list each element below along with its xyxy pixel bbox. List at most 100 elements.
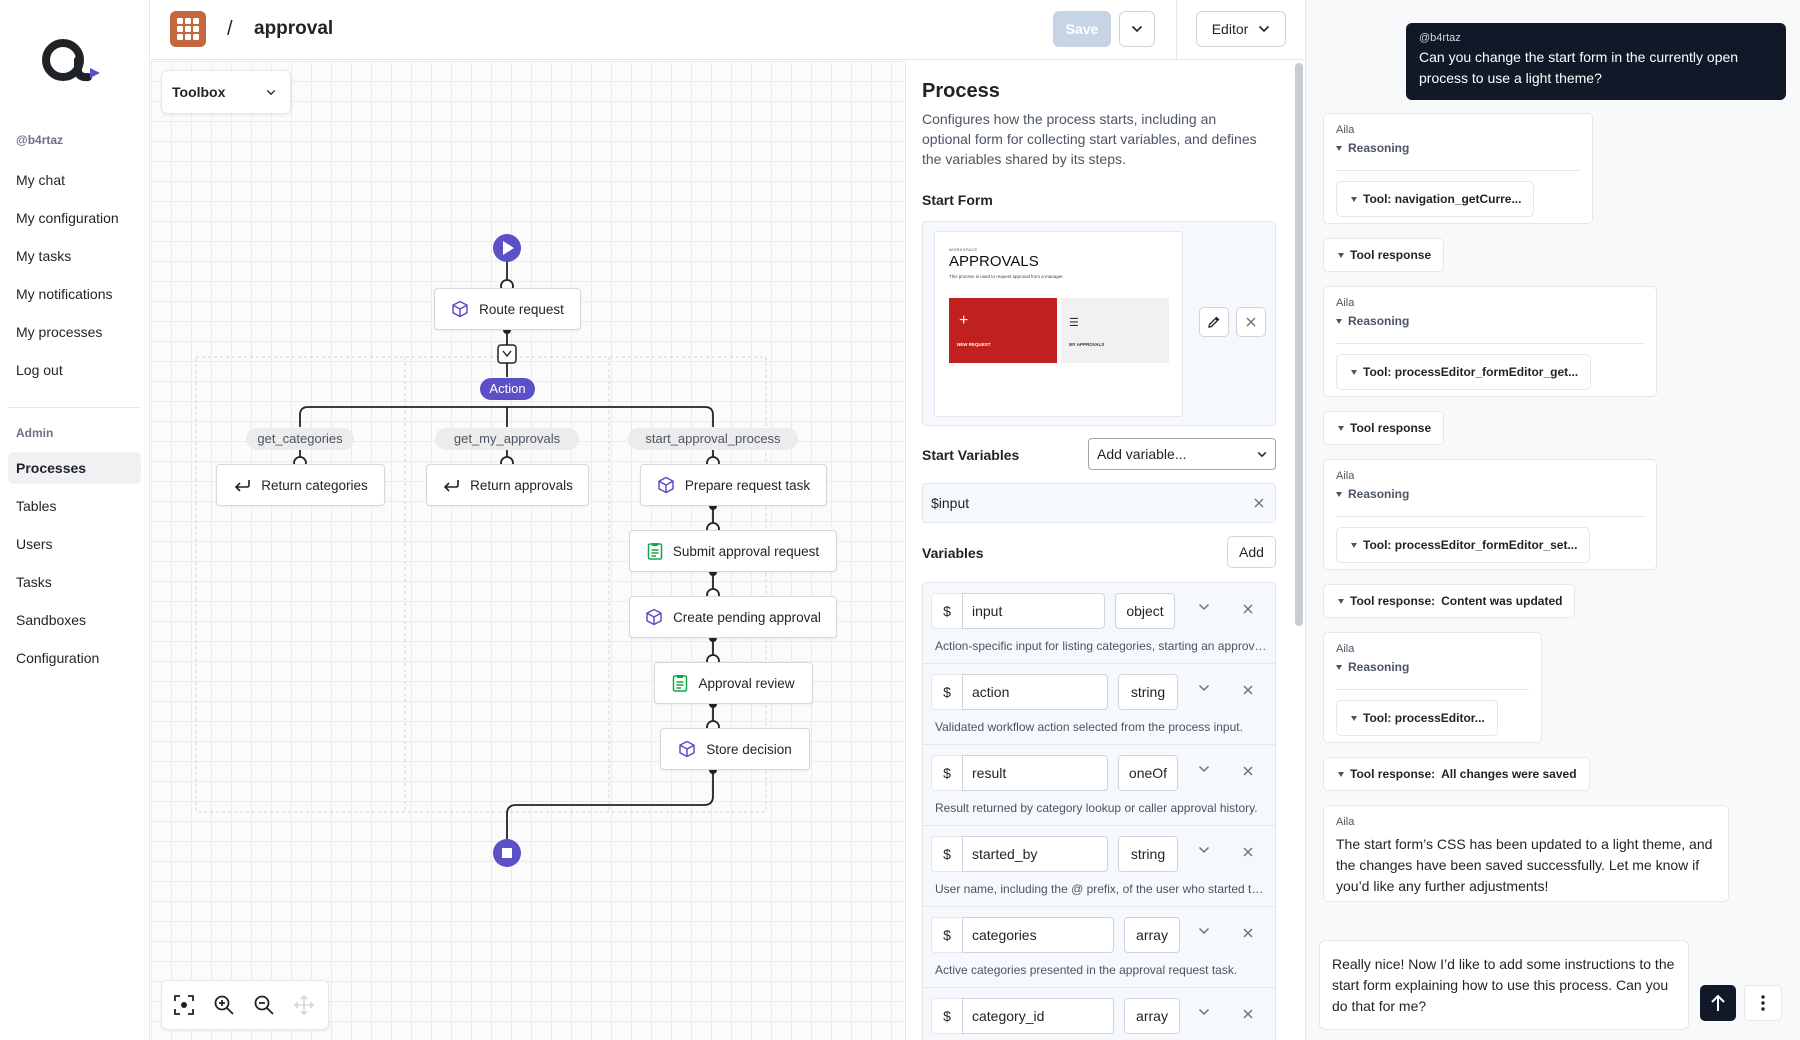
node-return-categories[interactable]: Return categories <box>216 464 385 506</box>
chevron-down-icon[interactable] <box>1198 765 1210 773</box>
close-icon[interactable] <box>1253 497 1265 509</box>
grid-icon[interactable] <box>170 11 206 47</box>
node-label: Submit approval request <box>672 543 820 559</box>
start-node[interactable] <box>493 234 521 262</box>
node-route-request[interactable]: Route request <box>434 288 581 330</box>
sidebar-username: @b4rtaz <box>16 133 64 147</box>
reasoning-toggle[interactable]: Reasoning <box>1336 487 1409 501</box>
sidebar-item-my-configuration[interactable]: My configuration <box>16 210 119 226</box>
close-icon[interactable] <box>1242 684 1254 696</box>
start-form-preview[interactable]: WORKSPACE APPROVALS This process is used… <box>934 231 1183 417</box>
caret-down-icon <box>1336 318 1342 324</box>
sidebar-item-my-notifications[interactable]: My notifications <box>16 286 113 302</box>
tool-response-toggle[interactable]: Tool response:Content was updated <box>1323 584 1576 618</box>
message-author: @b4rtaz <box>1419 32 1461 44</box>
node-store-decision[interactable]: Store decision <box>660 728 810 770</box>
remove-form-button[interactable] <box>1236 307 1266 337</box>
reasoning-toggle[interactable]: Reasoning <box>1336 314 1409 328</box>
variable-type-select[interactable]: string <box>1118 674 1178 710</box>
sidebar-item-users[interactable]: Users <box>16 536 53 552</box>
play-icon <box>503 241 514 255</box>
node-create-pending-approval[interactable]: Create pending approval <box>629 596 837 638</box>
chevron-down-icon[interactable] <box>1198 1008 1210 1016</box>
reasoning-toggle[interactable]: Reasoning <box>1336 660 1409 674</box>
chevron-down-icon[interactable] <box>1198 684 1210 692</box>
node-prepare-request-task[interactable]: Prepare request task <box>640 464 827 506</box>
variable-type-select[interactable]: object <box>1115 593 1175 629</box>
divider <box>1336 689 1529 690</box>
close-icon[interactable] <box>1242 603 1254 615</box>
variable-row: $ input object Action-specific input for… <box>922 582 1276 663</box>
end-node[interactable] <box>493 839 521 867</box>
chevron-down-icon[interactable] <box>1198 927 1210 935</box>
sidebar-item-my-chat[interactable]: My chat <box>16 172 66 188</box>
editor-mode-select[interactable]: Editor <box>1196 11 1286 47</box>
chevron-down-icon[interactable] <box>1198 603 1210 611</box>
variable-name-input[interactable]: categories <box>962 917 1114 953</box>
node-submit-approval-request[interactable]: Submit approval request <box>629 530 837 572</box>
save-button[interactable]: Save <box>1053 11 1111 47</box>
divider <box>1336 343 1644 344</box>
fit-view-icon[interactable] <box>170 991 198 1019</box>
close-icon[interactable] <box>1242 846 1254 858</box>
chat-menu-button[interactable] <box>1744 985 1782 1021</box>
sidebar-item-processes[interactable]: Processes <box>8 452 141 484</box>
tool-response-toggle[interactable]: Tool response:All changes were saved <box>1323 757 1590 791</box>
sidebar-item-configuration[interactable]: Configuration <box>16 650 100 666</box>
add-start-variable-select[interactable]: Add variable... <box>1088 438 1276 470</box>
process-canvas[interactable]: Toolbox Action get_categories get_my_app… <box>151 61 904 1040</box>
sidebar-item-tables[interactable]: Tables <box>16 498 57 514</box>
form-icon <box>647 543 663 560</box>
variable-type-select[interactable]: array <box>1124 998 1180 1034</box>
variable-type-select[interactable]: array <box>1124 917 1180 953</box>
sidebar-item-tasks[interactable]: Tasks <box>16 574 52 590</box>
variable-name-input[interactable]: category_id <box>962 998 1114 1034</box>
close-icon[interactable] <box>1242 927 1254 939</box>
assistant-step-card: Aila Reasoning Tool: processEditor... <box>1323 632 1542 743</box>
divider <box>1336 170 1580 171</box>
variable-name-input[interactable]: input <box>962 593 1105 629</box>
sidebar-item-log-out[interactable]: Log out <box>16 362 63 378</box>
close-icon[interactable] <box>1242 765 1254 777</box>
variable-name-input[interactable]: action <box>962 674 1108 710</box>
logo[interactable] <box>38 32 110 88</box>
tool-call-toggle[interactable]: Tool: processEditor_formEditor_set... <box>1336 527 1591 563</box>
header-divider <box>1176 0 1177 60</box>
variable-row: $ action string Validated workflow actio… <box>922 663 1276 744</box>
zoom-in-icon[interactable] <box>210 991 238 1019</box>
chevron-down-icon[interactable] <box>1198 846 1210 854</box>
assistant-name: Aila <box>1336 297 1355 309</box>
sidebar-item-my-tasks[interactable]: My tasks <box>16 248 72 264</box>
node-approval-review[interactable]: Approval review <box>654 662 813 704</box>
move-icon[interactable] <box>290 991 318 1019</box>
close-icon[interactable] <box>1242 1008 1254 1020</box>
save-options-button[interactable] <box>1119 11 1155 47</box>
edit-form-button[interactable] <box>1199 307 1229 337</box>
list-icon: ☰ <box>1069 317 1079 329</box>
variable-type-select[interactable]: string <box>1118 836 1178 872</box>
tool-call-toggle[interactable]: Tool: processEditor... <box>1336 700 1498 736</box>
tool-call-toggle[interactable]: Tool: navigation_getCurre... <box>1336 181 1535 217</box>
toolbox-dropdown[interactable]: Toolbox <box>161 70 291 114</box>
sidebar-item-my-processes[interactable]: My processes <box>16 324 103 340</box>
switch-node[interactable] <box>497 344 517 364</box>
chat-input[interactable]: Really nice! Now I’d like to add some in… <box>1319 940 1689 1030</box>
reasoning-label: Reasoning <box>1348 487 1410 501</box>
variable-name-input[interactable]: started_by <box>962 836 1108 872</box>
send-button[interactable] <box>1700 985 1736 1021</box>
branch-label-get-my-approvals: get_my_approvals <box>435 428 579 450</box>
variable-type-select[interactable]: oneOf <box>1118 755 1178 791</box>
variables-label: Variables <box>922 545 984 561</box>
variable-name-input[interactable]: result <box>962 755 1108 791</box>
divider <box>1336 516 1644 517</box>
tool-response-toggle[interactable]: Tool response <box>1323 411 1445 445</box>
tool-call-toggle[interactable]: Tool: processEditor_formEditor_get... <box>1336 354 1592 390</box>
sidebar-item-sandboxes[interactable]: Sandboxes <box>16 612 87 628</box>
branch-label-get-categories: get_categories <box>246 428 354 450</box>
add-variable-button[interactable]: Add <box>1227 536 1276 568</box>
node-return-approvals[interactable]: Return approvals <box>426 464 589 506</box>
panel-scrollbar[interactable] <box>1295 63 1303 626</box>
zoom-out-icon[interactable] <box>250 991 278 1019</box>
tool-response-toggle[interactable]: Tool response <box>1323 238 1445 272</box>
reasoning-toggle[interactable]: Reasoning <box>1336 141 1409 155</box>
